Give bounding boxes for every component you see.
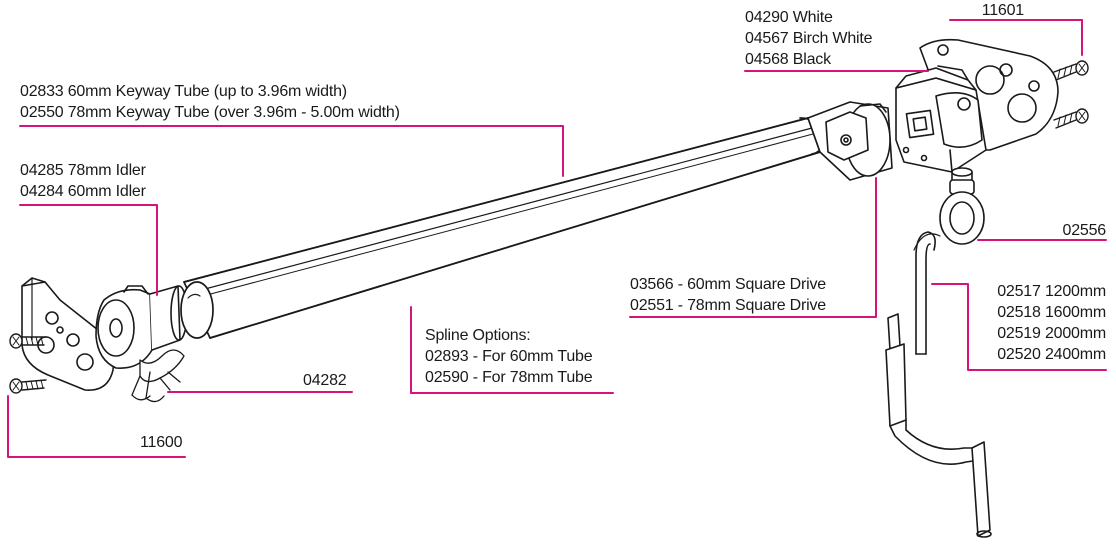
spline-clip [131, 349, 185, 403]
screw-right-lower [1053, 108, 1089, 129]
leader-bracket-right-code [949, 19, 1083, 56]
label-line: 03566 - 60mm Square Drive [630, 276, 826, 293]
gearbox-control-unit [895, 65, 987, 173]
leader-crank-lengths [931, 283, 1107, 371]
label-line: 02520 2400mm [997, 346, 1106, 363]
label-line: 02551 - 78mm Square Drive [630, 297, 826, 314]
eye-fitting [939, 167, 985, 245]
label-line: 02519 2000mm [997, 325, 1106, 342]
label-line: 04290 White [745, 9, 833, 26]
screw-left-upper [9, 333, 47, 349]
label-bracket-right-code: 11601 [981, 2, 1025, 19]
label-spline: Spline Options: 02893 - For 60mm Tube 02… [425, 325, 593, 388]
right-screws [1053, 60, 1089, 129]
label-line: 02517 1200mm [997, 283, 1106, 300]
crank-handle [885, 313, 992, 538]
label-line: 02550 78mm Keyway Tube (over 3.96m - 5.0… [20, 104, 400, 121]
label-clip: 04282 [303, 372, 347, 389]
hook-rod [913, 231, 941, 355]
label-line: 02590 - For 78mm Tube [425, 369, 593, 386]
leader-tube [19, 125, 564, 177]
square-drive-coupler [807, 101, 893, 181]
label-line: 04285 78mm Idler [20, 162, 146, 179]
leader-square-drive [629, 177, 877, 318]
label-crank-lengths: 02517 1200mm 02518 1600mm 02519 2000mm 0… [997, 281, 1106, 365]
label-idler: 04285 78mm Idler 04284 60mm Idler [20, 160, 146, 202]
label-bracket-colors: 04290 White 04567 Birch White 04568 Blac… [745, 7, 873, 70]
label-line: 02893 - For 60mm Tube [425, 348, 593, 365]
leader-bracket-left-code [7, 395, 186, 458]
label-bracket-left-code: 11600 [140, 434, 183, 451]
leader-lines [7, 19, 1107, 458]
leader-idler [19, 204, 158, 296]
label-square-drive: 03566 - 60mm Square Drive 02551 - 78mm S… [630, 274, 826, 316]
label-line: 02833 60mm Keyway Tube (up to 3.96m widt… [20, 83, 347, 100]
left-screws [9, 333, 47, 394]
label-line: 04568 Black [745, 51, 831, 68]
label-line: Spline Options: [425, 327, 531, 344]
label-line: 04567 Birch White [745, 30, 873, 47]
leader-spline [410, 306, 614, 394]
label-line: 02518 1600mm [997, 304, 1106, 321]
label-eye: 02556 [1062, 222, 1107, 239]
screw-right-upper [1053, 60, 1089, 81]
label-tube: 02833 60mm Keyway Tube (up to 3.96m widt… [20, 81, 400, 123]
label-line: 04284 60mm Idler [20, 183, 146, 200]
screw-left-lower [9, 378, 47, 394]
